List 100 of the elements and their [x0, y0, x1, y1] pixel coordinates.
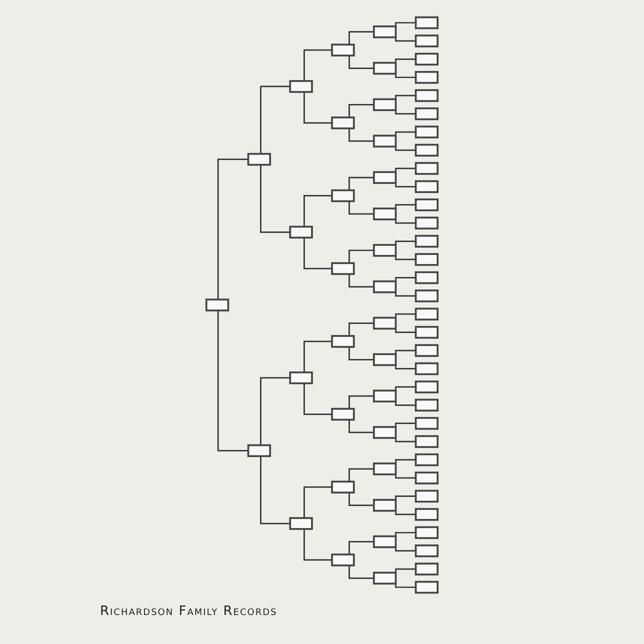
node-box — [331, 262, 355, 275]
node-box — [372, 244, 397, 257]
node-box — [414, 126, 439, 138]
connector — [348, 468, 374, 482]
connector — [395, 459, 416, 464]
connector — [395, 36, 416, 42]
connector — [395, 474, 416, 479]
connector — [395, 22, 416, 28]
node-box — [289, 371, 313, 384]
node-box — [205, 298, 230, 312]
connector — [395, 582, 416, 588]
node-box — [372, 426, 397, 439]
footer-text: Richardson Family Records — [100, 604, 278, 619]
connector — [395, 328, 416, 333]
node-box — [289, 226, 313, 239]
node-box — [414, 526, 439, 539]
connector — [260, 377, 290, 446]
node-box — [414, 416, 439, 430]
connector — [395, 292, 416, 297]
node-box — [331, 189, 355, 202]
connector — [348, 56, 374, 69]
connector — [395, 131, 416, 136]
connector — [348, 541, 374, 554]
connector — [348, 31, 374, 45]
connector — [395, 350, 416, 355]
node-box — [331, 408, 355, 421]
node-box — [414, 344, 439, 357]
node-box — [414, 180, 439, 193]
connector — [395, 94, 416, 100]
connector — [395, 204, 416, 210]
node-box — [289, 80, 313, 93]
connector — [348, 395, 374, 409]
node-box — [414, 435, 439, 448]
connector — [395, 313, 416, 318]
connector — [304, 195, 332, 227]
node-box — [414, 144, 439, 157]
node-box — [372, 25, 397, 38]
node-box — [372, 134, 397, 148]
connector — [348, 250, 374, 264]
connector — [348, 274, 374, 288]
node-box — [414, 326, 439, 339]
node-box — [372, 171, 397, 184]
node-box — [372, 62, 397, 75]
connector — [395, 168, 416, 173]
node-box — [414, 89, 439, 102]
node-box — [372, 98, 397, 112]
node-box — [372, 208, 397, 220]
connector — [395, 58, 416, 64]
node-box — [414, 16, 439, 30]
node-box — [414, 362, 439, 376]
node-box — [414, 52, 439, 66]
connector — [304, 340, 332, 372]
connector — [217, 158, 248, 300]
connector — [395, 422, 416, 428]
node-box — [414, 198, 439, 212]
connector — [260, 456, 290, 524]
connector — [395, 546, 416, 552]
connector — [395, 109, 416, 114]
connector — [395, 496, 416, 501]
node-box — [331, 116, 355, 130]
node-box — [372, 462, 397, 476]
node-box — [247, 444, 272, 458]
connector — [348, 201, 374, 215]
connector — [395, 73, 416, 78]
node-box — [331, 480, 355, 494]
node-box — [414, 490, 439, 503]
node-box — [414, 508, 439, 521]
connector — [217, 310, 248, 452]
node-box — [289, 517, 313, 530]
node-box — [372, 316, 397, 330]
node-box — [331, 335, 355, 348]
connector — [395, 182, 416, 188]
connector — [304, 238, 332, 270]
connector — [395, 386, 416, 392]
connector — [395, 568, 416, 574]
node-box — [331, 554, 355, 566]
node-box — [372, 535, 397, 548]
connector — [395, 218, 416, 224]
connector — [348, 128, 374, 142]
connector — [395, 146, 416, 151]
connector — [348, 322, 374, 336]
connector — [395, 277, 416, 282]
connector — [395, 437, 416, 442]
connector — [395, 240, 416, 246]
node-box — [331, 44, 355, 56]
connector — [260, 164, 290, 233]
node-box — [414, 234, 439, 248]
node-box — [414, 308, 439, 320]
connector — [260, 86, 290, 154]
connector — [395, 400, 416, 406]
connector — [395, 532, 416, 537]
connector — [348, 176, 374, 190]
node-box — [414, 216, 439, 230]
node-box — [372, 280, 397, 294]
connector — [304, 528, 332, 561]
connector — [348, 565, 374, 579]
node-box — [414, 162, 439, 175]
connector — [348, 420, 374, 434]
connector — [348, 104, 374, 118]
node-box — [414, 398, 439, 412]
